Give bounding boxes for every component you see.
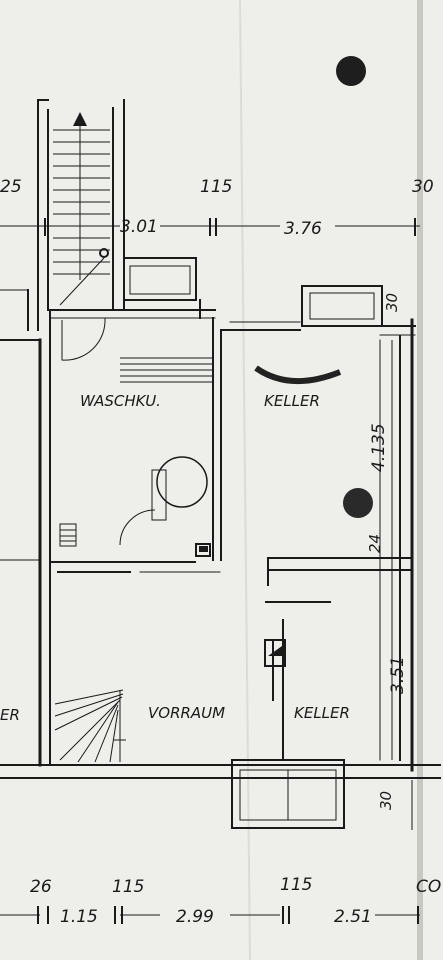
punch-hole-middle <box>343 488 373 518</box>
room-label-waschku: WASCHKU. <box>80 392 161 410</box>
dim-top-30: 30 <box>412 177 434 197</box>
dim-top-301: 3.01 <box>120 217 158 237</box>
top-window-left <box>123 257 197 301</box>
dim-right-30-bottom: 30 <box>377 791 395 810</box>
room-label-keller-top: KELLER <box>264 392 320 410</box>
walls <box>0 99 441 779</box>
washing-machine-frame <box>151 469 167 521</box>
dim-right-351: 3.51 <box>388 656 408 694</box>
dim-top-115: 115 <box>200 177 232 197</box>
keller-door-arc <box>254 365 342 384</box>
small-stair-waschku <box>59 523 77 547</box>
chimney-waschku-fill <box>199 546 208 552</box>
top-window-right <box>301 285 383 327</box>
dim-right-4135: 4.135 <box>369 423 389 472</box>
winding-stair <box>54 689 126 763</box>
chimney-vorraum-fill <box>268 646 282 656</box>
dim-top-376: 3.76 <box>284 219 322 239</box>
dim-bottom-26: 26 <box>30 877 52 897</box>
dim-bottom-115-c: 1.15 <box>60 907 98 927</box>
room-label-keller-bottom: KELLER <box>294 704 350 722</box>
dim-bottom-115-a: 115 <box>112 877 144 897</box>
stair-post <box>99 248 109 258</box>
chimney-waschku <box>195 543 211 557</box>
dimension-lines <box>0 225 420 916</box>
room-label-vorraum: VORRAUM <box>148 704 225 722</box>
stair-rail <box>59 257 105 306</box>
dim-right-30-top: 30 <box>383 293 401 312</box>
dimension-ticks <box>37 218 419 924</box>
door-swing-lower <box>119 509 156 546</box>
dim-bottom-299: 2.99 <box>176 907 214 927</box>
room-label-left-edge: ER <box>0 706 20 724</box>
dim-bottom-115-b: 115 <box>280 875 312 895</box>
door-swing-waschku <box>61 317 106 361</box>
bottom-window <box>231 759 345 829</box>
paper-crease <box>239 0 251 960</box>
waschku-sink-lines <box>120 357 213 383</box>
dim-bottom-co: CO <box>416 877 441 897</box>
dim-top-25: 25 <box>0 177 22 197</box>
stair-direction-arrow <box>73 112 87 126</box>
washing-machine-circle <box>156 456 208 508</box>
dim-right-24: 24 <box>366 534 384 553</box>
chimney-vorraum <box>264 639 286 667</box>
dim-bottom-251: 2.51 <box>334 907 372 927</box>
punch-hole-top <box>336 56 366 86</box>
